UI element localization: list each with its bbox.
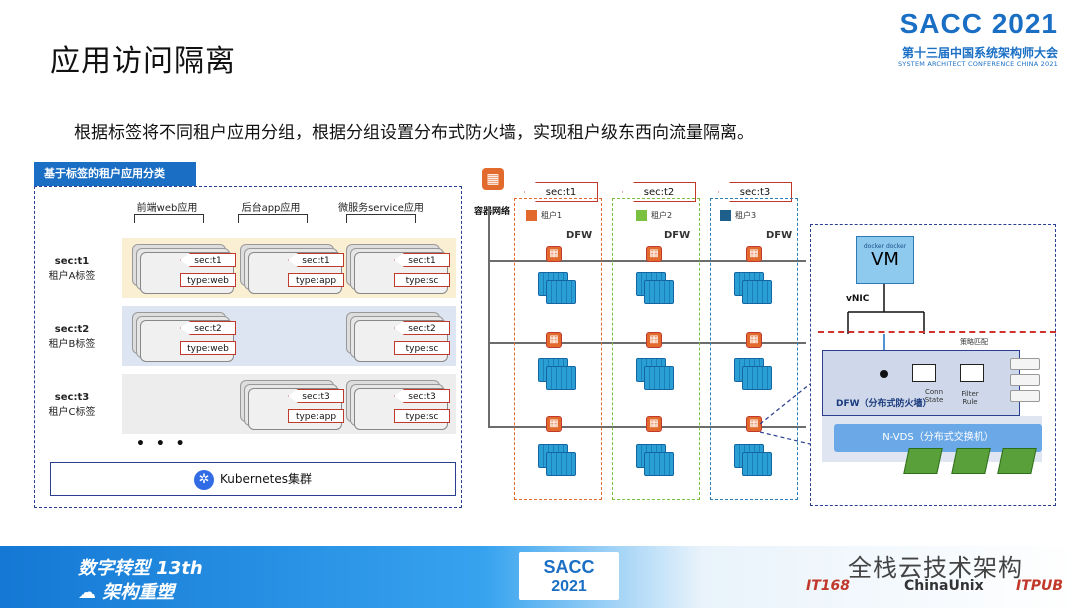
tenant-sec-tag: sec:t2 bbox=[622, 182, 696, 202]
cloud-icon: ☁ bbox=[78, 582, 103, 603]
container-icon bbox=[636, 358, 678, 392]
kubernetes-cluster: ✲Kubernetes集群 bbox=[50, 462, 456, 496]
container-icon bbox=[636, 444, 678, 478]
nic-card-icon bbox=[903, 448, 943, 474]
description: 根据标签将不同租户应用分组，根据分组设置分布式防火墙，实现租户级东西向流量隔离。 bbox=[74, 123, 754, 143]
boundary-line bbox=[818, 331, 1056, 333]
server-icon bbox=[1010, 374, 1040, 386]
container-icon bbox=[538, 444, 580, 478]
firewall-icon: ▦ bbox=[546, 332, 562, 348]
tenant-1-label: 租户1 bbox=[526, 210, 562, 221]
nvds-bar: N-VDS（分布式交换机） bbox=[834, 424, 1042, 452]
firewall-icon: ▦ bbox=[746, 332, 762, 348]
column-bracket bbox=[238, 214, 308, 223]
container-network-label: 容器网络 bbox=[474, 207, 511, 217]
column-bracket bbox=[346, 214, 416, 223]
sacc-logo: SACC 2021 bbox=[899, 8, 1058, 39]
conference-name-en: SYSTEM ARCHITECT CONFERENCE CHINA 2021 bbox=[897, 60, 1058, 68]
footer-sacc-logo: SACC 2021 bbox=[519, 552, 619, 600]
nic-card-icon bbox=[997, 448, 1037, 474]
column-bracket bbox=[134, 214, 204, 223]
tenant-sec-tag: sec:t1 bbox=[524, 182, 598, 202]
nic-card-icon bbox=[951, 448, 991, 474]
slogan-line-1: 数字转型 13th bbox=[78, 558, 203, 579]
dfw-label: DFW bbox=[664, 230, 691, 241]
port-dot bbox=[880, 370, 888, 378]
column-header-app: 后台app应用 bbox=[241, 203, 301, 214]
sponsor-chinaunix: ChinaUnix bbox=[904, 578, 984, 594]
firewall-icon: ▦ bbox=[646, 332, 662, 348]
container-icon bbox=[734, 444, 776, 478]
left-panel-frame bbox=[34, 186, 462, 508]
vnic-label: vNIC bbox=[846, 294, 870, 304]
tenant-2-label: 租户2 bbox=[636, 210, 672, 221]
conn-state-icon bbox=[912, 364, 936, 382]
tenant-1-group bbox=[514, 198, 602, 500]
container-icon bbox=[636, 272, 678, 306]
dfw-label: DFW bbox=[566, 230, 593, 241]
host-detail-frame bbox=[810, 224, 1056, 506]
server-icon bbox=[1010, 358, 1040, 370]
firewall-icon: ▦ bbox=[746, 246, 762, 262]
tenant-sec-tag: sec:t3 bbox=[718, 182, 792, 202]
sponsor-itpub: ITPUB bbox=[1016, 578, 1064, 594]
tenant-2-group bbox=[612, 198, 700, 500]
kubernetes-icon: ✲ bbox=[194, 469, 215, 490]
page-title: 应用访问隔离 bbox=[50, 44, 236, 79]
column-header-service: 微服务service应用 bbox=[338, 203, 424, 214]
conference-name: 第十三届中国系统架构师大会 bbox=[901, 46, 1058, 60]
vm-box: docker docker VM bbox=[856, 236, 914, 284]
column-header-web: 前端web应用 bbox=[136, 203, 198, 214]
firewall-icon: ▦ bbox=[646, 246, 662, 262]
server-icon bbox=[1010, 390, 1040, 402]
policy-label: 策略匹配 bbox=[960, 338, 988, 346]
firewall-icon: ▦ bbox=[546, 416, 562, 432]
dfw-box bbox=[822, 350, 1020, 416]
sponsor-it168: IT168 bbox=[806, 578, 850, 594]
ellipsis: • • • bbox=[136, 436, 188, 452]
left-panel-title: 基于标签的租户应用分类 bbox=[34, 162, 196, 186]
tenant-3-label: 租户3 bbox=[720, 210, 756, 221]
firewall-icon: ▦ bbox=[482, 168, 504, 190]
zoom-connector bbox=[760, 383, 811, 445]
firewall-icon: ▦ bbox=[646, 416, 662, 432]
tenant-3-group bbox=[710, 198, 798, 500]
dfw-box-label: DFW（分布式防火墙） bbox=[836, 399, 932, 409]
container-icon bbox=[734, 358, 776, 392]
container-icon bbox=[538, 358, 580, 392]
filter-rule-icon bbox=[960, 364, 984, 382]
conn-state-label: Conn State bbox=[924, 388, 944, 404]
slogan-line-2: ☁ 架构重塑 bbox=[78, 582, 175, 603]
filter-rule-label: Filter Rule bbox=[961, 390, 979, 406]
container-icon bbox=[734, 272, 776, 306]
network-line bbox=[488, 206, 490, 426]
watermark: 全栈云技术架构 bbox=[848, 554, 1023, 582]
firewall-icon: ▦ bbox=[746, 416, 762, 432]
firewall-icon: ▦ bbox=[546, 246, 562, 262]
container-icon bbox=[538, 272, 580, 306]
dfw-label: DFW bbox=[766, 230, 793, 241]
